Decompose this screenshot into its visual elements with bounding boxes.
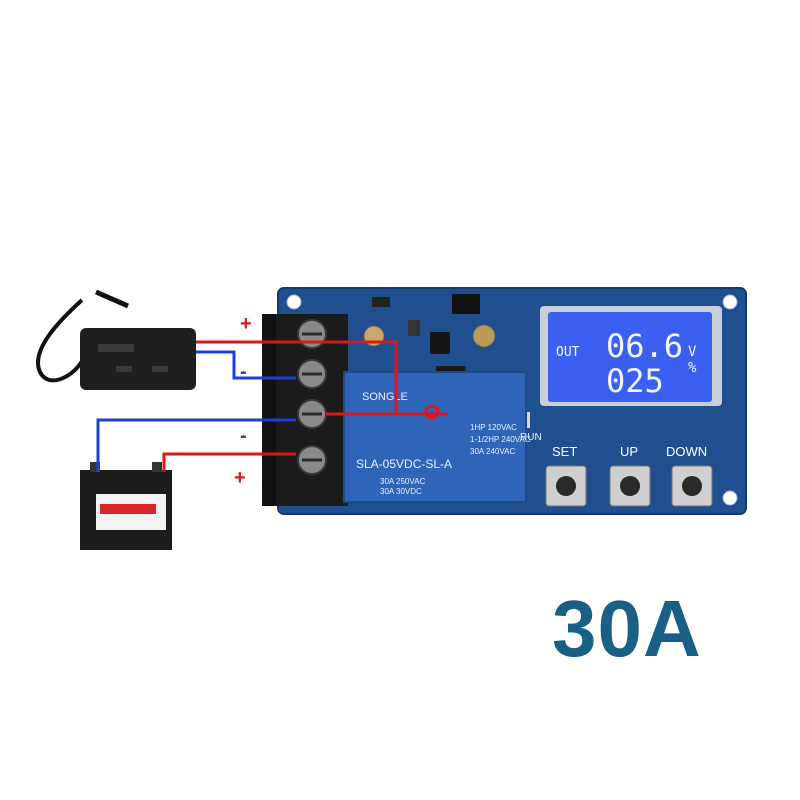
button-set-label: SET (552, 444, 577, 459)
relay-rating-right-2: 30A 240VAC (470, 447, 515, 456)
button-down-label: DOWN (666, 444, 707, 459)
minus-bottom-sign: - (240, 425, 247, 447)
relay-rating-1: 30A 30VDC (380, 487, 422, 496)
lcd-percent-value: 025 (606, 362, 664, 400)
run-label: RUN (520, 432, 542, 443)
lcd-display: OUT 06.6 V 025 % (540, 306, 722, 406)
current-rating-label: 30A (552, 584, 702, 673)
terminal-block-icon (262, 314, 348, 506)
button-set-group: SET (545, 444, 587, 507)
relay-rating-right-0: 1HP 120VAC (470, 423, 517, 432)
button-up-group: UP (609, 444, 651, 507)
lcd-percent-unit: % (688, 360, 697, 376)
relay-brand: SONGLE (362, 391, 408, 403)
wiring (96, 340, 448, 472)
button-down-group: DOWN (666, 444, 713, 507)
plus-top-sign: + (240, 313, 252, 335)
plus-bottom-sign: + (234, 467, 246, 489)
relay-rating-0: 30A 250VAC (380, 477, 425, 486)
lcd-voltage-unit: V (688, 344, 697, 360)
relay-rating-right-1: 1-1/2HP 240VAC (470, 435, 531, 444)
relay-icon: SONGLE SLA-05VDC-SL-A 30A 250VAC 30A 30V… (343, 371, 531, 503)
charger-adapter-icon (36, 289, 196, 390)
minus-top-sign: - (240, 361, 247, 383)
lcd-mode-label: OUT (556, 345, 580, 360)
battery-icon (80, 462, 172, 550)
relay-model: SLA-05VDC-SL-A (356, 457, 452, 471)
lcd-voltage-value: 06.6 (606, 327, 683, 365)
button-up-label: UP (620, 444, 638, 459)
